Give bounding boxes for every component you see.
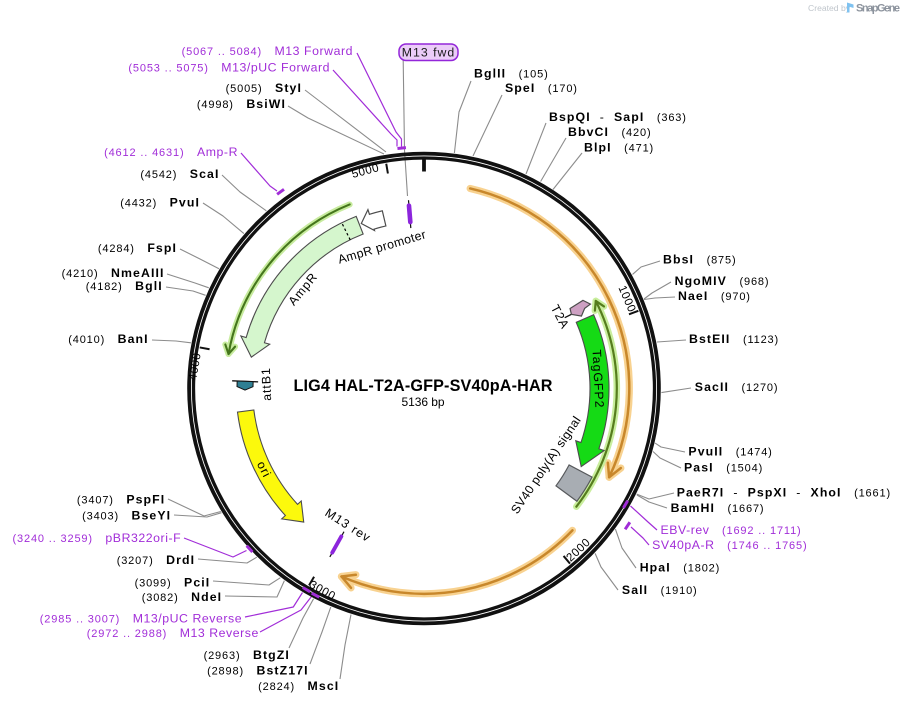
svg-text:PaeR7I - PspXI - XhoI(1661: PaeR7I - PspXI - XhoI(1661)	[677, 485, 891, 499]
svg-text:(4182)BglI: (4182)BglI	[86, 279, 163, 293]
svg-text:(5053 .. 5075)M13/pUC Forward: (5053 .. 5075)M13/pUC Forward	[128, 61, 330, 75]
svg-text:BstEII(1123): BstEII(1123)	[689, 332, 779, 346]
svg-text:SalI(1910): SalI(1910)	[622, 583, 698, 597]
svg-text:(3099)PciI: (3099)PciI	[135, 576, 211, 590]
svg-text:BspQI - SapI(363): BspQI - SapI(363)	[549, 110, 687, 124]
svg-text:SV40pA-R(1746 .. 1765): SV40pA-R(1746 .. 1765)	[652, 538, 807, 552]
svg-text:BbvCI(420): BbvCI(420)	[568, 125, 651, 139]
svg-text:(5067 .. 5084)M13 Forward: (5067 .. 5084)M13 Forward	[182, 44, 353, 58]
svg-text:BbsI(875): BbsI(875)	[663, 253, 737, 267]
svg-text:(2985 .. 3007)M13/pUC Reverse: (2985 .. 3007)M13/pUC Reverse	[40, 612, 242, 626]
svg-text:SpeI(170): SpeI(170)	[505, 81, 578, 95]
svg-text:(5005)StyI: (5005)StyI	[226, 81, 302, 95]
svg-text:(2963)BtgZI: (2963)BtgZI	[204, 648, 290, 662]
svg-text:HpaI(1802): HpaI(1802)	[640, 560, 720, 574]
svg-text:(2898)BstZ17I: (2898)BstZ17I	[207, 664, 309, 678]
svg-text:(3240 .. 3259)pBR322ori-F: (3240 .. 3259)pBR322ori-F	[13, 531, 182, 545]
svg-text:(2824)MscI: (2824)MscI	[258, 679, 339, 693]
svg-text:NaeI(970): NaeI(970)	[678, 289, 751, 303]
svg-text:LIG4 HAL-T2A-GFP-SV40pA-HAR: LIG4 HAL-T2A-GFP-SV40pA-HAR	[294, 377, 553, 395]
svg-text:BlpI(471): BlpI(471)	[584, 141, 654, 155]
svg-text:ori: ori	[254, 459, 274, 480]
svg-text:BglII(105): BglII(105)	[474, 67, 549, 81]
svg-text:(4612 .. 4631)Amp-R: (4612 .. 4631)Amp-R	[104, 145, 238, 159]
svg-text:attB1: attB1	[259, 367, 274, 401]
svg-text:M13 fwd: M13 fwd	[402, 46, 455, 60]
svg-text:(4998)BsiWI: (4998)BsiWI	[197, 97, 286, 111]
svg-text:(3207)DrdI: (3207)DrdI	[117, 553, 195, 567]
svg-text:(4542)ScaI: (4542)ScaI	[140, 167, 219, 181]
svg-text:(3082)NdeI: (3082)NdeI	[142, 590, 222, 604]
svg-text:BamHI(1667): BamHI(1667)	[671, 501, 765, 515]
svg-text:PasI(1504): PasI(1504)	[684, 460, 763, 474]
svg-text:(3407)PspFI: (3407)PspFI	[77, 493, 165, 507]
svg-text:4000: 4000	[186, 352, 204, 382]
svg-text:SacII(1270): SacII(1270)	[695, 380, 779, 394]
svg-text:SnapGene: SnapGene	[856, 3, 900, 15]
svg-text:NgoMIV(968): NgoMIV(968)	[675, 274, 770, 288]
svg-text:TagGFP2: TagGFP2	[589, 349, 606, 409]
svg-text:EBV-rev(1692 .. 1711): EBV-rev(1692 .. 1711)	[661, 523, 802, 537]
svg-text:Created by: Created by	[808, 3, 851, 13]
svg-text:(4284)FspI: (4284)FspI	[98, 241, 177, 255]
svg-text:(4210)NmeAIII: (4210)NmeAIII	[62, 266, 165, 280]
svg-text:5136 bp: 5136 bp	[402, 395, 445, 409]
svg-text:(4010)BanI: (4010)BanI	[68, 332, 148, 346]
svg-text:(3403)BseYI: (3403)BseYI	[82, 509, 171, 523]
svg-text:PvuII(1474): PvuII(1474)	[688, 445, 772, 459]
svg-text:(4432)PvuI: (4432)PvuI	[120, 196, 200, 210]
svg-text:(2972 .. 2988)M13 Reverse: (2972 .. 2988)M13 Reverse	[87, 626, 259, 640]
